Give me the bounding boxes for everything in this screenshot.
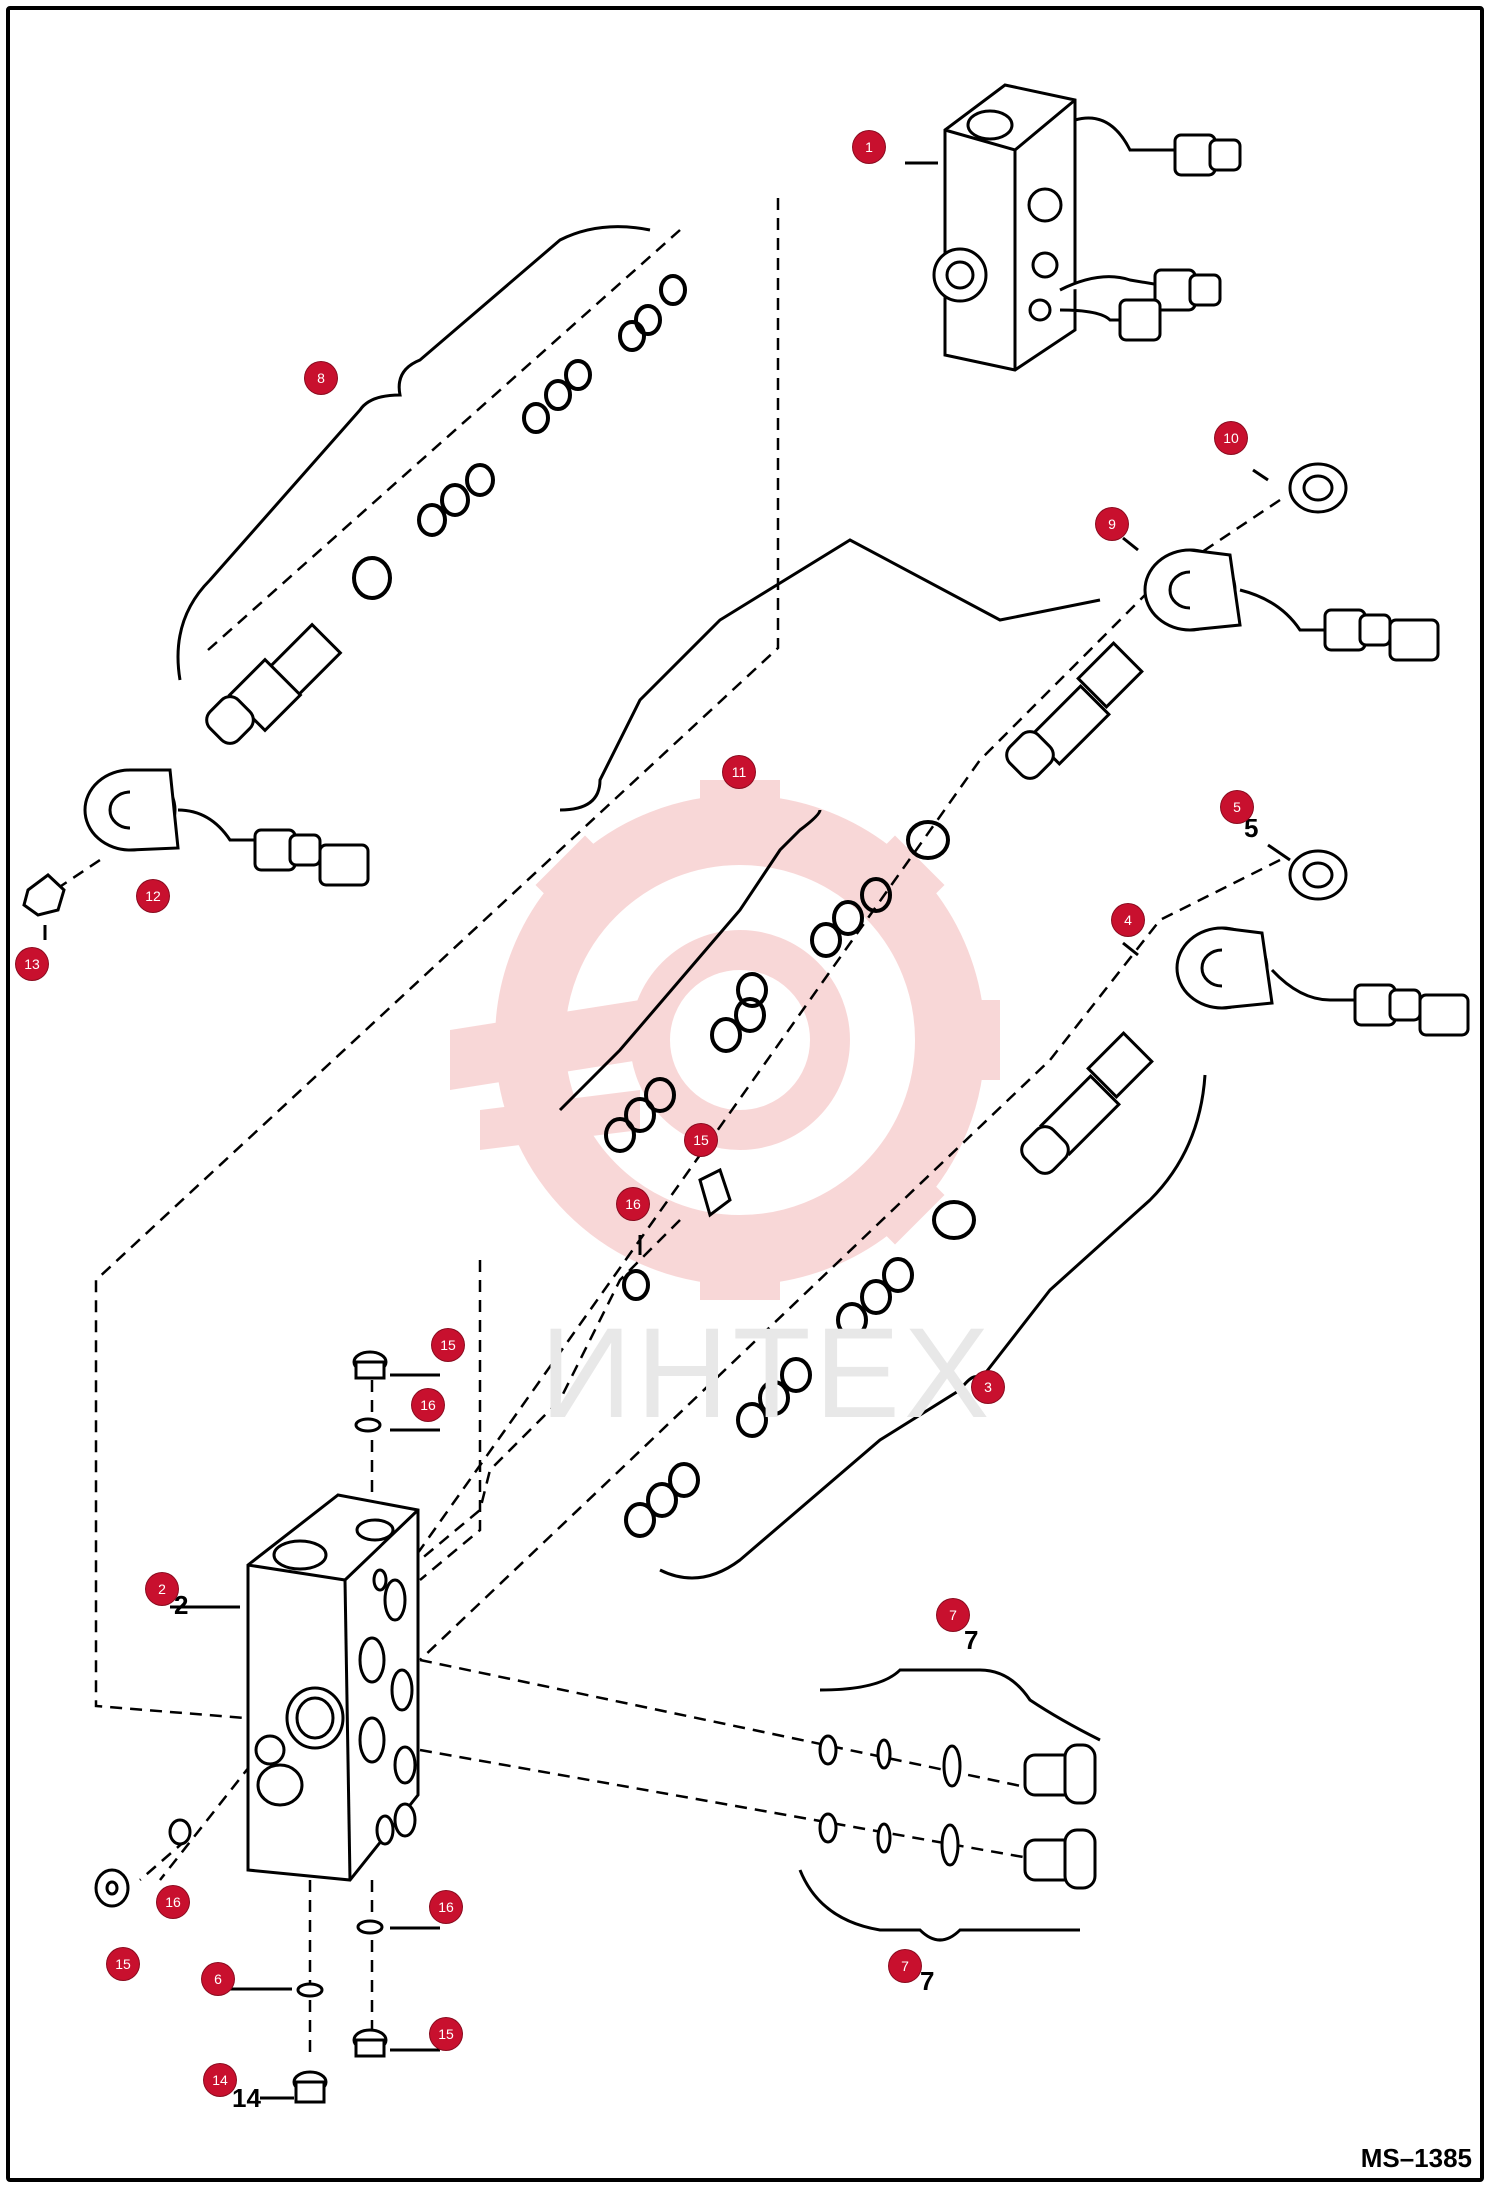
part-label-7-upper: 7 bbox=[964, 1625, 979, 1655]
callout-12[interactable]: 12 bbox=[137, 880, 169, 912]
callout-7-lower[interactable]: 7 bbox=[889, 1950, 921, 1982]
watermark-gear-logo bbox=[450, 780, 1000, 1300]
callout-15-upper-left[interactable]: 15 bbox=[432, 1329, 464, 1361]
grouping-braces bbox=[176, 225, 1207, 1942]
watermark-text: ИНТЕХ bbox=[540, 1302, 994, 1445]
callout-6[interactable]: 6 bbox=[202, 1963, 234, 1995]
callout-9[interactable]: 9 bbox=[1096, 508, 1128, 540]
callout-13[interactable]: 13 bbox=[16, 948, 48, 980]
top-valve-assembly bbox=[932, 83, 1242, 372]
callout-1[interactable]: 1 bbox=[853, 131, 885, 163]
solenoid-cartridges-right bbox=[698, 462, 1470, 1218]
leader-ticks bbox=[43, 161, 1291, 2100]
part-label-5: 5 bbox=[1244, 813, 1259, 843]
plugs-and-seals bbox=[94, 1350, 388, 2104]
drawing-code: MS–1385 bbox=[1360, 2143, 1472, 2173]
part-label-2: 2 bbox=[174, 1590, 189, 1620]
o-ring-chain-upper-left bbox=[352, 274, 687, 600]
part-label-7-lower: 7 bbox=[920, 1966, 935, 1996]
callout-16-middle[interactable]: 16 bbox=[617, 1188, 649, 1220]
callout-7-upper[interactable]: 7 bbox=[937, 1599, 969, 1631]
solenoid-cartridge-left bbox=[22, 622, 370, 917]
callout-16-left[interactable]: 16 bbox=[157, 1886, 189, 1918]
o-ring-chain-middle bbox=[604, 820, 976, 1538]
main-valve-block bbox=[246, 1493, 420, 1882]
callout-16-lower[interactable]: 16 bbox=[430, 1891, 462, 1923]
callout-16-upper[interactable]: 16 bbox=[412, 1389, 444, 1421]
callout-11[interactable]: 11 bbox=[723, 756, 755, 788]
callout-15-bottom-left[interactable]: 15 bbox=[107, 1948, 139, 1980]
callout-5[interactable]: 5 bbox=[1221, 791, 1253, 823]
callout-14[interactable]: 14 bbox=[204, 2064, 236, 2096]
callout-15-middle[interactable]: 15 bbox=[685, 1124, 717, 1156]
callout-15-bottom[interactable]: 15 bbox=[430, 2018, 462, 2050]
part-label-14: 14 bbox=[232, 2083, 261, 2113]
callout-4[interactable]: 4 bbox=[1112, 904, 1144, 936]
callout-8[interactable]: 8 bbox=[305, 362, 337, 394]
callout-3[interactable]: 3 bbox=[972, 1371, 1004, 1403]
side-plug-assemblies bbox=[818, 1734, 1097, 1890]
callout-10[interactable]: 10 bbox=[1215, 422, 1247, 454]
drawing-frame bbox=[6, 6, 1484, 2182]
callout-2[interactable]: 2 bbox=[146, 1573, 178, 1605]
